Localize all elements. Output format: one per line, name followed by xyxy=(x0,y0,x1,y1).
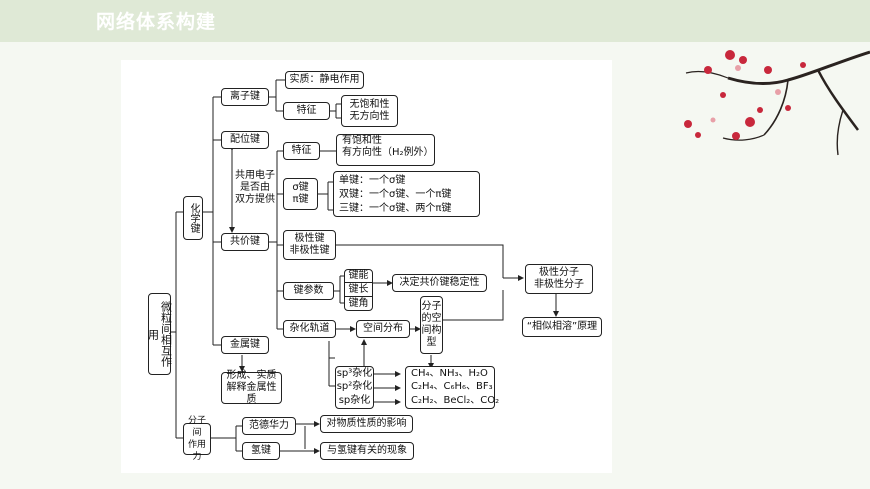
page-title: 网络体系构建 xyxy=(96,11,217,33)
bond-params-node: 键参数 xyxy=(283,282,334,300)
like-dissolves-node: “相似相溶”原理 xyxy=(522,317,602,337)
sp2-text: sp²杂化 xyxy=(336,381,373,393)
chemical-bond-label: 化学键 xyxy=(188,203,199,233)
ionic-feature-2: 无方向性 xyxy=(349,111,390,122)
bond-energy-text: 键能 xyxy=(345,270,372,284)
bond-type-list: 单键：一个σ键 双键：一个σ键、一个π键 三键：一个σ键、两个π键 xyxy=(333,171,480,217)
plum-blossom-decoration xyxy=(684,50,870,156)
double-bond-text: 双键：一个σ键、一个π键 xyxy=(339,189,452,200)
van-der-waals-node: 范德华力 xyxy=(242,417,296,435)
property-effect-node: 对物质性质的影响 xyxy=(320,415,413,433)
hydrogen-bond-node: 氢键 xyxy=(242,442,280,460)
molecule-shape-node: 分子 的空 间构 型 xyxy=(420,296,443,354)
bond-params-list: 键能 键长 键角 xyxy=(344,269,373,311)
hydrogen-phenomena-node: 与氢键有关的现象 xyxy=(320,442,414,460)
covalent-feature-node: 特征 xyxy=(283,142,320,160)
sp2-example: C₂H₄、C₆H₆、BF₃ xyxy=(411,381,493,393)
header-band xyxy=(0,0,870,42)
chemical-bond-node: 化学键 xyxy=(183,196,203,240)
metal-property-node: 形成、实质 解释金属性质 xyxy=(221,370,282,405)
coordinate-bond-node: 配位键 xyxy=(221,131,269,149)
polar-molecule-node: 极性分子 非极性分子 xyxy=(525,264,593,294)
hybrid-example-list: CH₄、NH₃、H₂O C₂H₄、C₆H₆、BF₃ C₂H₂、BeCl₂、CO₂ xyxy=(405,366,499,409)
sp3-text: sp³杂化 xyxy=(336,367,373,379)
ionic-essence-node: 实质：静电作用 xyxy=(285,71,364,89)
bond-length-text: 键长 xyxy=(345,284,372,297)
sigma-pi-node: σ键 π键 xyxy=(283,178,318,210)
covalent-feature-2: 有方向性（H₂例外） xyxy=(342,147,434,158)
stability-node: 决定共价键稳定性 xyxy=(392,274,487,292)
metallic-bond-node: 金属键 xyxy=(221,336,269,354)
ionic-bond-node: 离子键 xyxy=(221,88,269,106)
sp3-example: CH₄、NH₃、H₂O xyxy=(411,367,488,379)
bond-angle-text: 键角 xyxy=(348,297,369,309)
covalent-bond-node: 共价键 xyxy=(221,233,269,251)
electron-share-note: 共用电子 是否由 双方提供 xyxy=(235,170,275,205)
ionic-feature-1: 无饱和性 xyxy=(349,99,390,110)
root-node: 微粒间相互作用 xyxy=(146,293,173,375)
spatial-distribution-node: 空间分布 xyxy=(356,320,410,338)
triple-bond-text: 三键：一个σ键、两个π键 xyxy=(339,203,452,214)
ionic-feature-node: 特征 xyxy=(283,102,330,120)
sp-example: C₂H₂、BeCl₂、CO₂ xyxy=(411,395,500,407)
hybrid-orbital-node: 杂化轨道 xyxy=(283,320,336,338)
single-bond-text: 单键：一个σ键 xyxy=(339,175,406,186)
hybrid-type-list: sp³杂化 sp²杂化 sp杂化 xyxy=(335,366,374,409)
covalent-feature-1: 有饱和性 xyxy=(342,135,382,146)
sp-text: sp杂化 xyxy=(338,395,371,407)
covalent-feature-list: 有饱和性 有方向性（H₂例外） xyxy=(336,134,435,166)
ionic-feature-list: 无饱和性 无方向性 xyxy=(341,95,398,127)
root-label: 微粒间相互作用 xyxy=(146,301,173,367)
polar-bond-node: 极性键 非极性键 xyxy=(283,230,336,260)
intermolecular-force-node: 分子间 作用力 xyxy=(183,416,211,462)
